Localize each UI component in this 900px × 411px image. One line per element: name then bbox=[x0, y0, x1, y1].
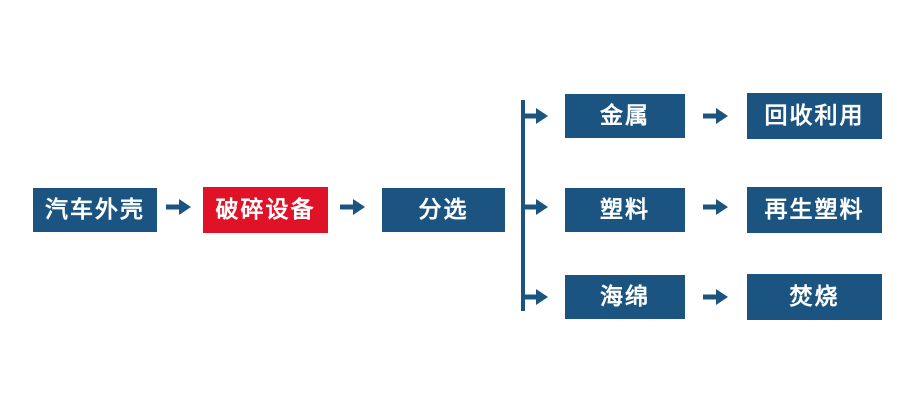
arrow-right-icon bbox=[703, 286, 729, 308]
node-recycling: 回收利用 bbox=[747, 93, 882, 139]
node-car-shell: 汽车外壳 bbox=[33, 188, 157, 232]
arrow-right-icon bbox=[523, 105, 549, 127]
arrow-right-icon bbox=[166, 196, 192, 218]
node-plastic: 塑料 bbox=[565, 188, 685, 232]
node-crushing-equipment: 破碎设备 bbox=[203, 187, 328, 233]
arrow-right-icon bbox=[340, 196, 366, 218]
node-sorting: 分选 bbox=[382, 188, 505, 232]
arrow-right-icon bbox=[703, 105, 729, 127]
node-recycled-plastic: 再生塑料 bbox=[747, 187, 882, 233]
node-metal: 金属 bbox=[565, 94, 685, 138]
node-sponge: 海绵 bbox=[565, 275, 685, 319]
node-incineration: 焚烧 bbox=[747, 274, 882, 320]
arrow-right-icon bbox=[703, 196, 729, 218]
arrow-right-icon bbox=[523, 286, 549, 308]
arrow-right-icon bbox=[523, 196, 549, 218]
